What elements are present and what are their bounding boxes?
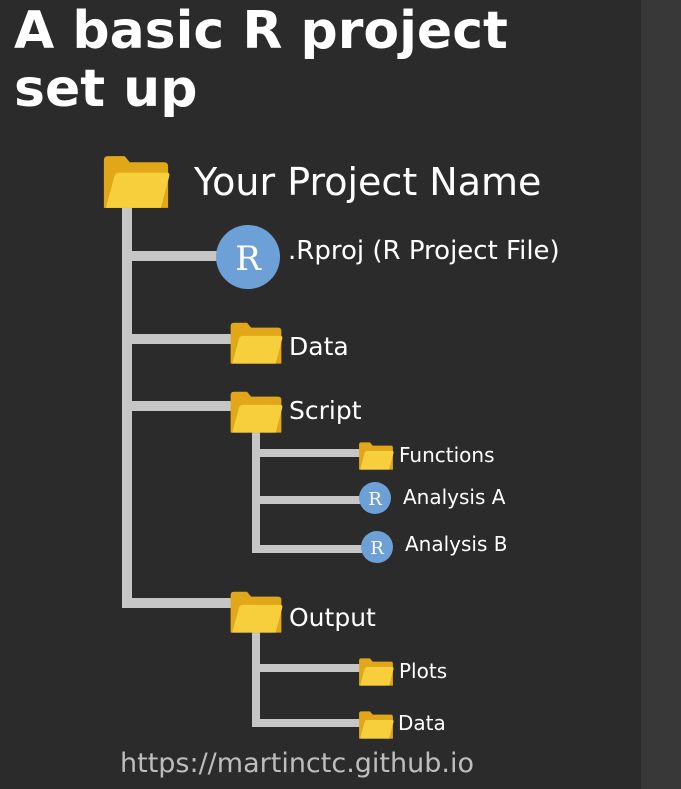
- analysis-b-label: Analysis B: [405, 532, 508, 556]
- analysis-b-r-letter: R: [370, 538, 384, 559]
- output-folder-label: Output: [289, 603, 376, 632]
- output-data-label: Data: [398, 711, 446, 735]
- output-folder-icon: [230, 591, 283, 633]
- plots-label: Plots: [399, 659, 448, 683]
- output-data-folder-icon: [359, 711, 394, 739]
- tree-connectors: [122, 200, 362, 727]
- root-folder-icon: [103, 156, 170, 208]
- title-line-1: A basic R project: [14, 1, 508, 61]
- script-folder-label: Script: [289, 396, 362, 425]
- functions-folder-icon: [359, 442, 394, 470]
- script-folder-icon: [230, 391, 283, 433]
- analysis-a-r-icon: R: [359, 482, 391, 514]
- page-title: A basic R project set up: [14, 2, 614, 118]
- data-folder-label: Data: [289, 332, 349, 361]
- analysis-a-r-letter: R: [368, 489, 382, 510]
- rproj-r-icon: R: [216, 225, 280, 289]
- title-line-2: set up: [14, 59, 198, 119]
- plots-folder-icon: [359, 658, 394, 686]
- functions-label: Functions: [399, 443, 495, 467]
- rproj-r-letter: R: [235, 239, 262, 279]
- analysis-b-r-icon: R: [361, 531, 393, 563]
- root-folder-label: Your Project Name: [194, 160, 542, 204]
- rproj-label: .Rproj (R Project File): [288, 236, 560, 266]
- side-panel: [641, 0, 681, 789]
- analysis-a-label: Analysis A: [403, 485, 506, 509]
- data-folder-icon: [230, 322, 283, 364]
- footer-url: https://martinctc.github.io: [120, 748, 474, 779]
